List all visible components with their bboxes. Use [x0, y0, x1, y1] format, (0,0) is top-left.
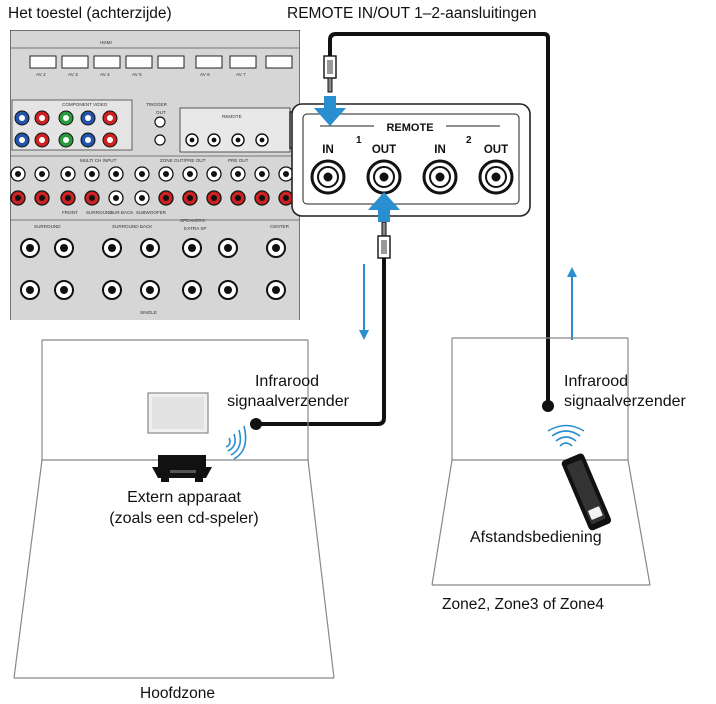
remote-group-2: 2 — [466, 135, 472, 146]
hdmi-text: HDMI — [100, 40, 112, 45]
rca-jacks-bottom — [10, 190, 294, 206]
svg-text:SURROUND: SURROUND — [86, 210, 113, 215]
ir-emitter-dot-left — [250, 418, 262, 430]
ir-emitter-left-line2: signaalverzender — [227, 393, 349, 410]
speakers-text: SPEAKERS — [180, 218, 205, 223]
zone2-room — [431, 337, 651, 586]
svg-text:OUT: OUT — [156, 110, 166, 115]
svg-text:AV 5: AV 5 — [132, 72, 142, 77]
ir-emitter-dot-right — [542, 400, 554, 412]
panel-remote-text: REMOTE — [222, 114, 242, 119]
svg-text:AV 6: AV 6 — [200, 72, 210, 77]
component-jacks — [14, 110, 118, 148]
ir-emitter-right-line2: signaalverzender — [564, 393, 686, 410]
remote-control-icon — [561, 453, 612, 531]
svg-text:FRONT: FRONT — [62, 210, 78, 215]
svg-text:AV 3: AV 3 — [68, 72, 78, 77]
main-zone-room — [13, 339, 335, 679]
remote-jack-label-out-2: OUT — [484, 144, 508, 156]
svg-text:SINGLE: SINGLE — [140, 310, 157, 315]
rca-jacks-top — [10, 166, 294, 182]
svg-text:AV 7: AV 7 — [236, 72, 246, 77]
zone-sub-label: Zone2, Zone3 of Zone4 — [442, 596, 605, 613]
svg-text:SUR.BACK: SUR.BACK — [110, 210, 134, 215]
arrow-out-of-out-jack — [368, 192, 400, 222]
ir-emitter-left-line1: Infrarood — [254, 373, 320, 390]
component-video-text: COMPONENT VIDEO — [62, 102, 108, 107]
remote-jack-out-2 — [478, 159, 514, 195]
cable-in — [323, 32, 550, 406]
cd-player-icon — [152, 455, 212, 482]
external-device-line1: Extern apparaat — [127, 489, 241, 506]
remote-jack-out-1 — [366, 159, 402, 195]
speaker-terminals — [20, 238, 286, 300]
svg-text:CENTER: CENTER — [270, 224, 290, 229]
multi-ch-text: MULTI CH INPUT — [80, 158, 117, 163]
ir-waves-left-icon — [225, 425, 247, 460]
svg-text:PRE OUT: PRE OUT — [228, 158, 249, 163]
remote-jacks-label: REMOTE IN/OUT 1–2-aansluitingen — [287, 5, 537, 22]
external-device-line2: (zoals een cd-speler) — [109, 510, 259, 527]
svg-text:ZONE OUT/PRE OUT: ZONE OUT/PRE OUT — [160, 158, 206, 163]
svg-text:SUBWOOFER: SUBWOOFER — [136, 210, 167, 215]
remote-jack-label-in-1: IN — [322, 144, 334, 156]
hdmi-ports — [29, 55, 293, 69]
tv-icon — [147, 392, 209, 434]
remote-control-label: Afstandsbediening — [470, 529, 602, 546]
remote-jack-label-in-2: IN — [434, 144, 446, 156]
remote-group-1: 1 — [356, 135, 362, 146]
av-input-labels: AV 2 AV 3 AV 4 AV 5 AV 6 AV 7 — [36, 72, 246, 77]
signal-arrow-up — [567, 267, 577, 340]
svg-text:AV 4: AV 4 — [100, 72, 110, 77]
signal-arrow-down — [359, 264, 369, 340]
svg-text:SURROUND BACK: SURROUND BACK — [112, 224, 153, 229]
rear-panel-illustration: HDMI AV 2 AV 3 AV 4 AV 5 AV 6 AV 7 COMPO… — [10, 30, 300, 320]
trigger-text: TRIGGER — [146, 102, 168, 107]
ir-emitter-right-line1: Infrarood — [564, 373, 629, 390]
rear-panel-label: Het toestel (achterzijde) — [8, 5, 172, 22]
ir-waves-right-icon — [547, 424, 585, 447]
svg-text:SURROUND: SURROUND — [34, 224, 61, 229]
remote-jack-in-1 — [310, 159, 346, 195]
cable-out — [258, 221, 391, 426]
svg-text:AV 2: AV 2 — [36, 72, 46, 77]
svg-text:EXTRA SP: EXTRA SP — [184, 226, 206, 231]
remote-panel-title: REMOTE — [386, 122, 433, 134]
arrow-into-in-jack — [314, 96, 346, 126]
main-zone-label: Hoofdzone — [140, 685, 215, 702]
remote-jack-in-2 — [422, 159, 458, 195]
remote-jack-label-out-1: OUT — [372, 144, 396, 156]
